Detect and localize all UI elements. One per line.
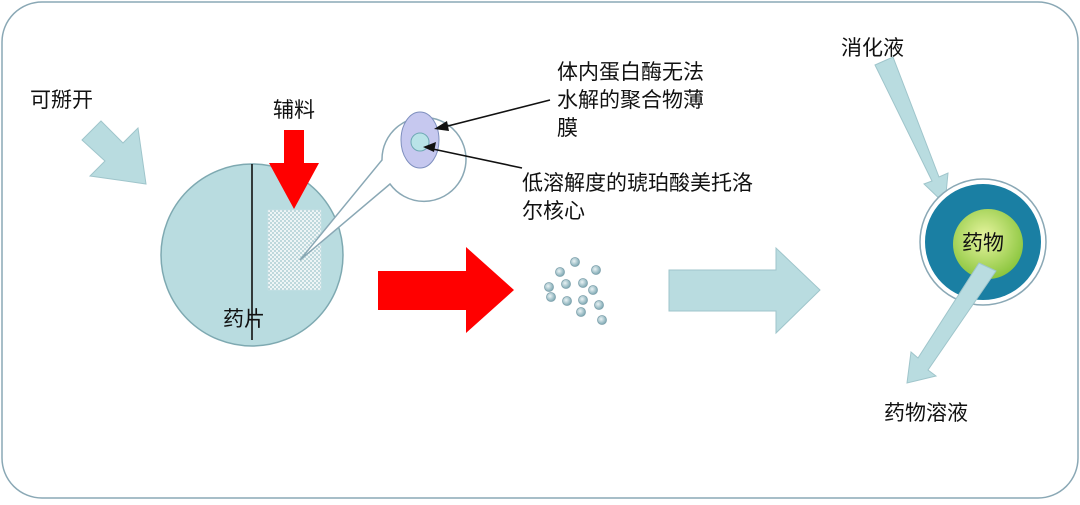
pellet bbox=[544, 282, 554, 292]
dissolution-arrow bbox=[668, 246, 821, 335]
core-label: 低溶解度的琥珀酸美托洛 尔核心 bbox=[522, 171, 760, 223]
membrane-pointer-head bbox=[434, 121, 449, 131]
pellet bbox=[546, 292, 556, 302]
pellet-cluster bbox=[544, 257, 607, 325]
drug-core bbox=[953, 209, 1023, 279]
divisible-arrow bbox=[81, 120, 147, 185]
membrane-label-line-1: 体内蛋白酶无法 bbox=[557, 60, 704, 84]
pellet bbox=[588, 285, 598, 295]
pellet bbox=[555, 267, 565, 277]
membrane-pointer-line bbox=[439, 99, 551, 129]
pellet bbox=[591, 265, 601, 275]
pellet bbox=[578, 278, 588, 288]
disintegration-arrow bbox=[378, 247, 514, 333]
pellet bbox=[597, 315, 607, 325]
core-label-line-2: 尔核心 bbox=[522, 199, 585, 223]
divisible-label: 可掰开 bbox=[30, 88, 93, 112]
excipient-region bbox=[267, 209, 322, 291]
membrane-label: 体内蛋白酶无法 水解的聚合物薄 膜 bbox=[557, 60, 711, 140]
membrane-label-line-2: 水解的聚合物薄 bbox=[557, 88, 704, 112]
core-label-line-1: 低溶解度的琥珀酸美托洛 bbox=[522, 171, 753, 195]
drug-solution-label: 药物溶液 bbox=[884, 401, 968, 425]
excipient-label: 辅料 bbox=[273, 98, 315, 122]
digestive-fluid-arrow bbox=[874, 56, 949, 206]
drug-solution-arrow bbox=[906, 262, 997, 384]
drug-label: 药物 bbox=[962, 231, 1004, 255]
digestive-fluid-label: 消化液 bbox=[841, 36, 904, 60]
tablet-label: 药片 bbox=[223, 307, 265, 331]
pellet bbox=[561, 279, 571, 289]
pellet bbox=[576, 307, 586, 317]
core-pointer-line bbox=[427, 147, 523, 169]
pellet bbox=[562, 296, 572, 306]
core-pointer-head bbox=[423, 142, 436, 152]
pellet bbox=[570, 257, 580, 267]
excipient-arrow bbox=[269, 130, 319, 209]
pellet bbox=[578, 295, 588, 305]
pellet bbox=[594, 300, 604, 310]
membrane-label-line-3: 膜 bbox=[557, 116, 578, 140]
